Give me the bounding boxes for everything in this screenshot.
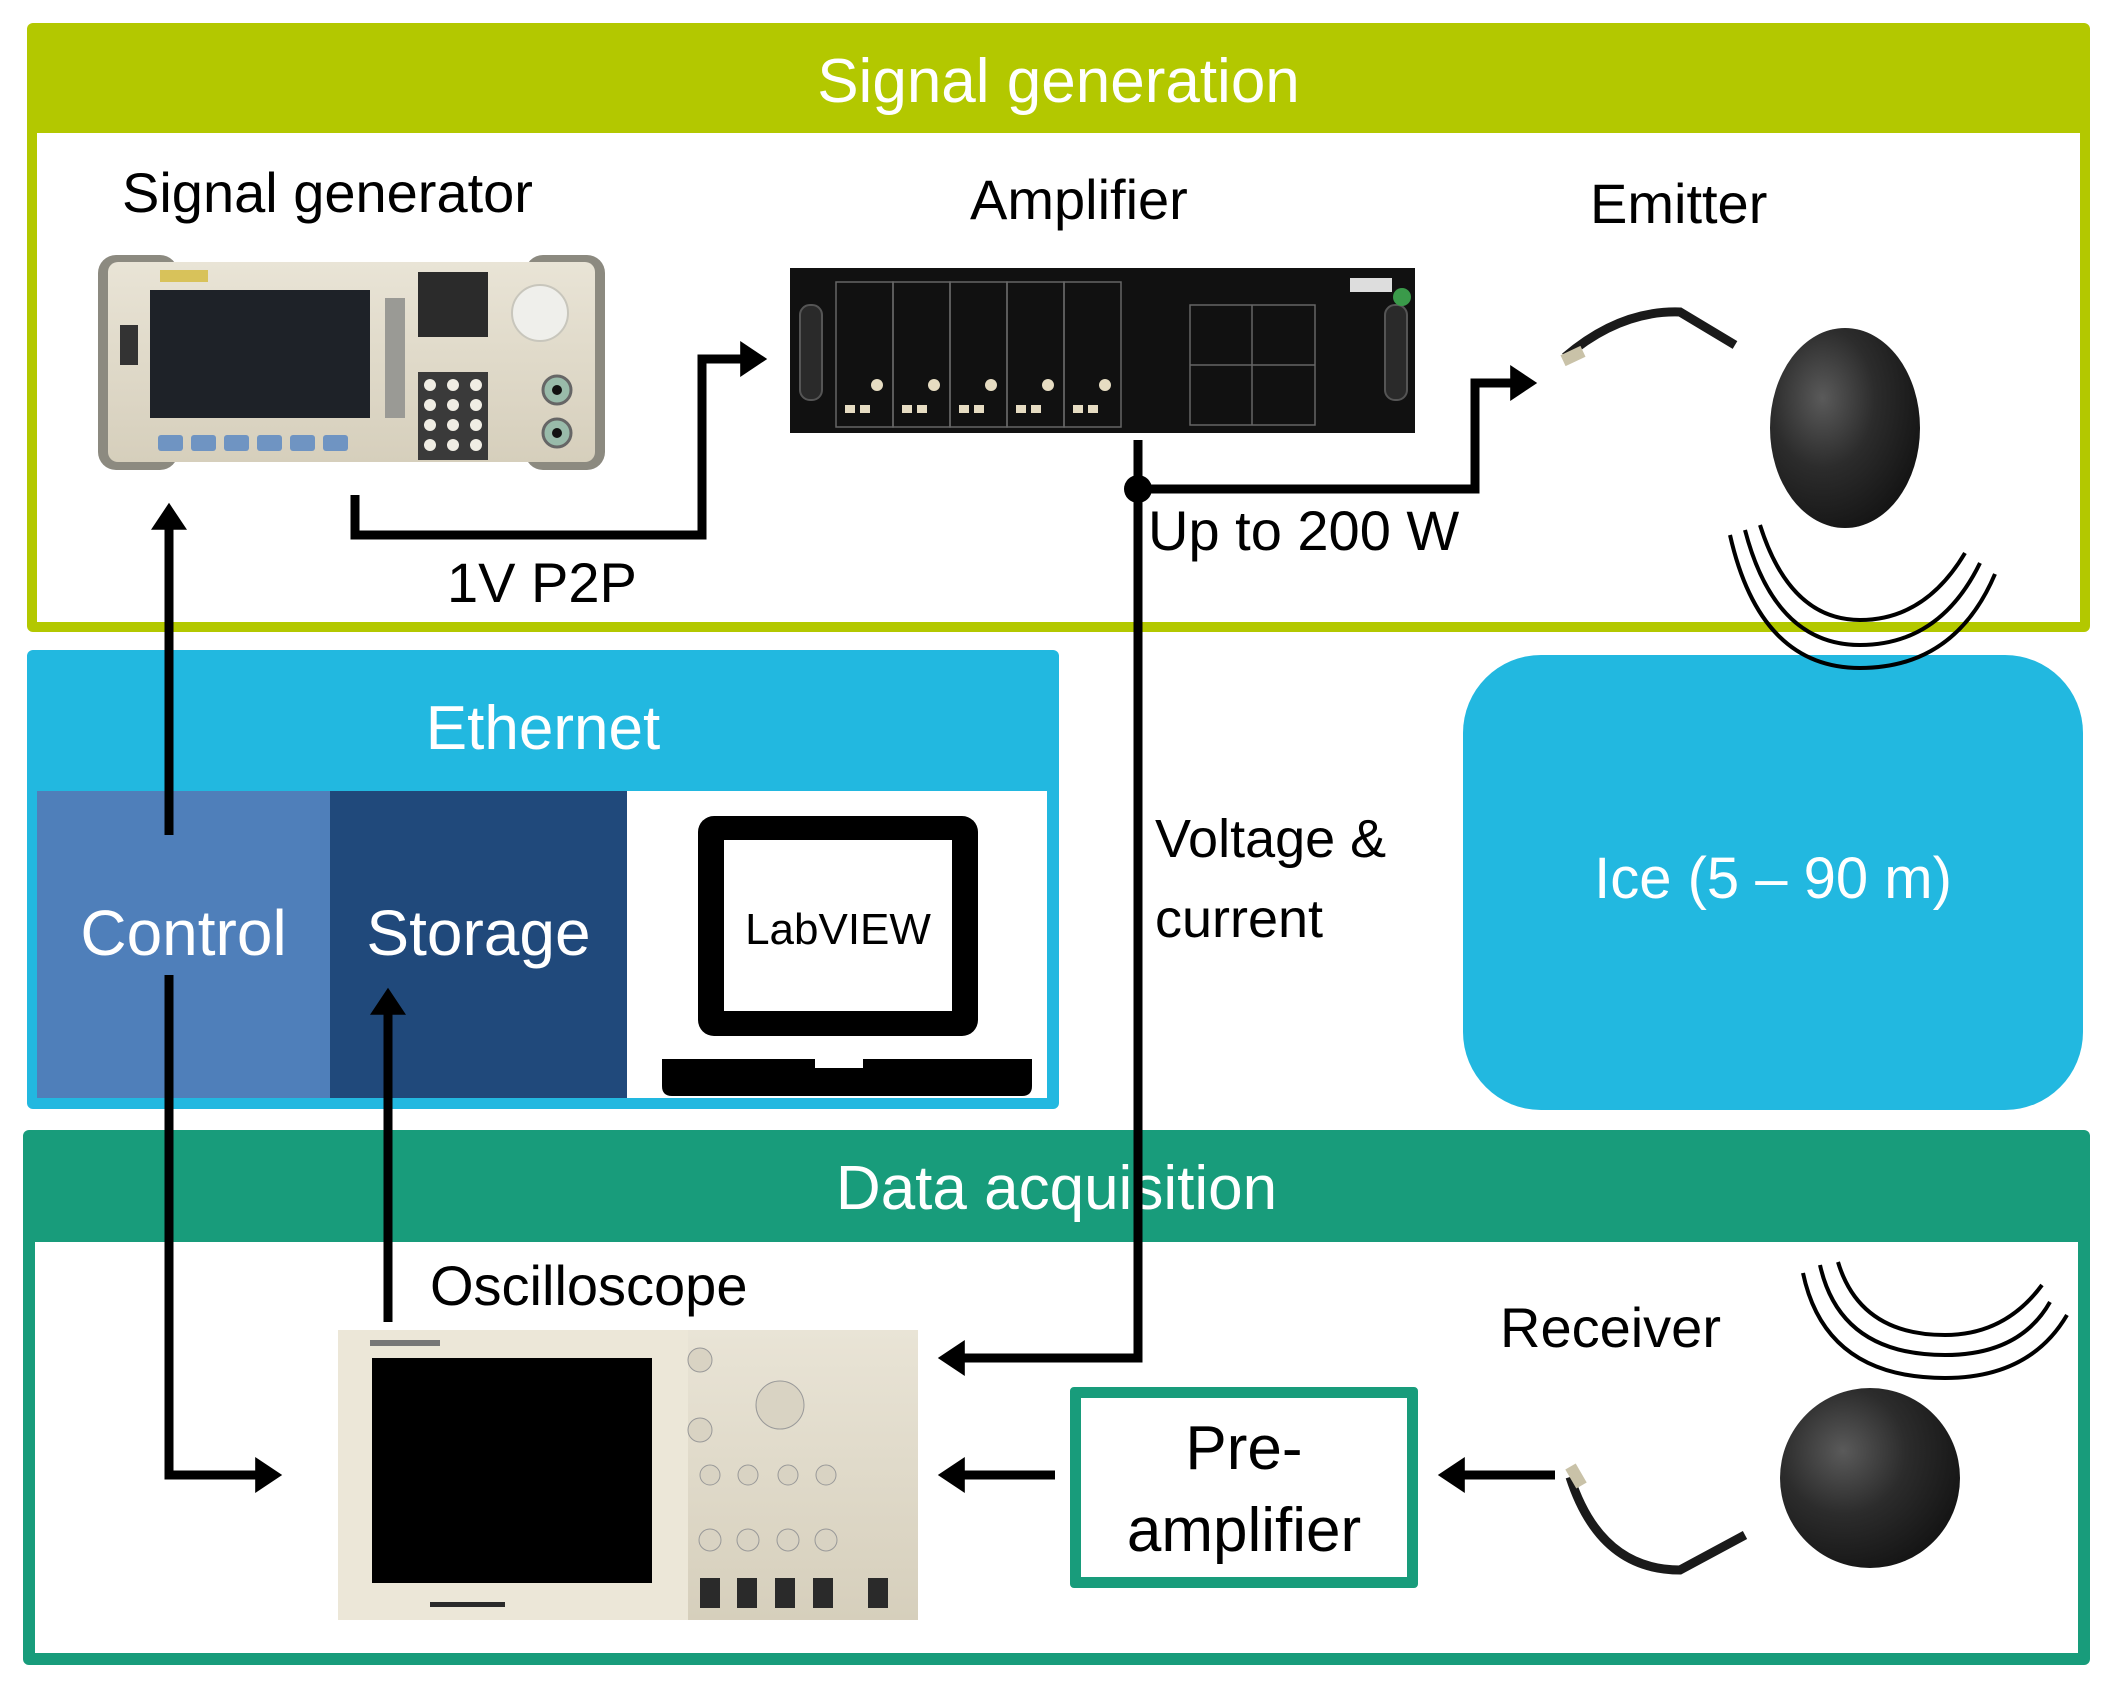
junction-dot bbox=[1124, 475, 1152, 503]
signal-to-amplifier-wire bbox=[350, 341, 768, 540]
signal-generator-label: Signal generator bbox=[122, 161, 533, 224]
current-label: current bbox=[1155, 889, 1324, 949]
laptop-icon bbox=[662, 816, 1032, 1096]
storage-label: Storage bbox=[366, 897, 591, 969]
preamplifier-label-line1: Pre- bbox=[1185, 1414, 1303, 1483]
amplifier-label: Amplifier bbox=[970, 168, 1188, 231]
spherical-transducer-icon bbox=[1565, 1388, 1960, 1575]
storage-panel: Storage bbox=[330, 791, 627, 1098]
received-wave-icon bbox=[1801, 1261, 2069, 1381]
power-amplifier-icon bbox=[790, 268, 1415, 433]
preamplifier-label-line2: amplifier bbox=[1126, 1496, 1362, 1565]
voltage-label: Voltage & bbox=[1155, 809, 1387, 869]
ethernet-title: Ethernet bbox=[425, 694, 661, 763]
signal-generation-title: Signal generation bbox=[817, 47, 1300, 116]
oscilloscope-icon bbox=[338, 1330, 918, 1620]
ethernet-section: Ethernet Control Storage LabVIEW bbox=[27, 650, 1059, 1109]
function-generator-icon bbox=[98, 255, 605, 470]
oscilloscope-label: Oscilloscope bbox=[430, 1254, 748, 1317]
emitted-wave-icon bbox=[1728, 524, 1997, 671]
labview-panel: LabVIEW bbox=[627, 791, 1047, 1098]
power-label: Up to 200 W bbox=[1148, 499, 1460, 562]
signal-level-label: 1V P2P bbox=[447, 551, 637, 614]
emitter-label: Emitter bbox=[1590, 172, 1768, 235]
labview-label: LabVIEW bbox=[745, 905, 931, 954]
voltage-current-wire bbox=[937, 440, 1143, 1376]
data-acquisition-title: Data acquisition bbox=[835, 1154, 1278, 1223]
control-to-oscilloscope-wire bbox=[164, 975, 283, 1493]
amplifier-to-emitter-wire bbox=[1138, 365, 1538, 494]
ice-label: Ice (5 – 90 m) bbox=[1594, 846, 1952, 911]
ice-medium-box: Ice (5 – 90 m) bbox=[1463, 655, 2083, 1110]
control-panel: Control bbox=[37, 791, 330, 1098]
control-label: Control bbox=[80, 897, 287, 969]
preamplifier-box: Pre- amplifier bbox=[1070, 1387, 1418, 1588]
spherical-transducer-icon bbox=[1560, 307, 1920, 528]
receiver-label: Receiver bbox=[1500, 1296, 1721, 1359]
